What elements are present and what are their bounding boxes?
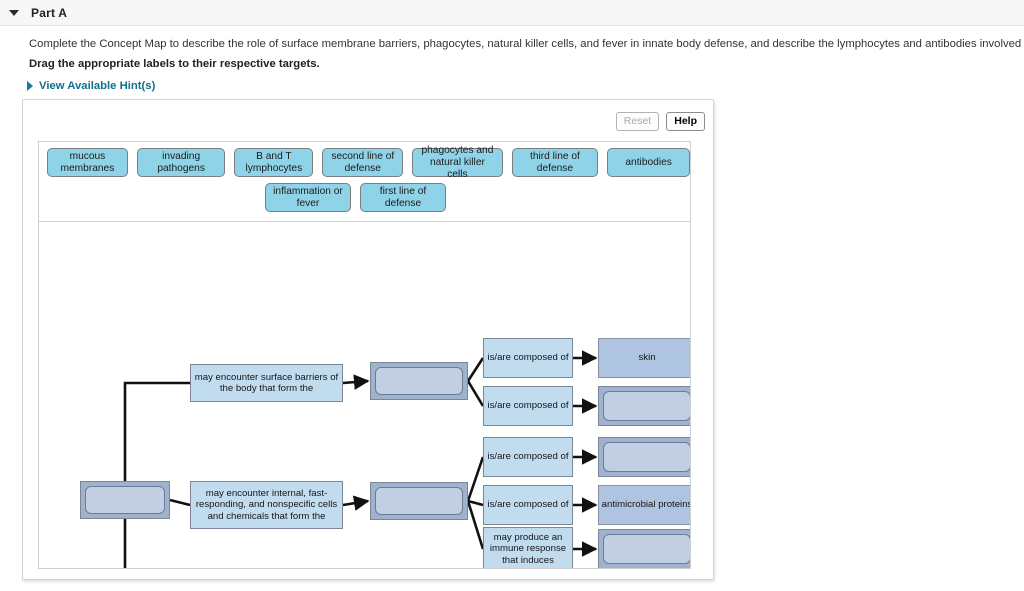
drop-target-slot[interactable] (85, 486, 165, 514)
drop-target-slot[interactable] (375, 487, 463, 515)
relation-label: is/are composed of (483, 485, 573, 525)
drag-label[interactable]: mucous membranes (47, 148, 128, 177)
reset-button[interactable]: Reset (615, 112, 660, 131)
drag-label[interactable]: third line of defense (511, 148, 599, 177)
drag-label[interactable]: antibodies (607, 148, 691, 177)
view-hints-label: View Available Hint(s) (39, 80, 156, 92)
caret-down-icon[interactable] (9, 9, 19, 16)
question-prompt: Complete the Concept Map to describe the… (29, 38, 1024, 50)
relation-label: is/are composed of (483, 437, 573, 477)
answer-drop-target[interactable] (598, 529, 690, 568)
view-hints-link[interactable]: View Available Hint(s) (27, 80, 155, 92)
instruction-text: Drag the appropriate labels to their res… (29, 58, 320, 70)
relation-label: may produce an immune response that indu… (483, 527, 573, 568)
drop-target-slot[interactable] (603, 391, 690, 421)
drag-label[interactable]: phagocytes and natural killer cells (412, 145, 503, 180)
page-title: Part A (31, 5, 68, 20)
drag-label[interactable]: inflammation or fever (265, 183, 351, 212)
help-button[interactable]: Help (666, 112, 705, 131)
branch-1-drop-target[interactable] (370, 362, 468, 400)
answer-drop-target[interactable] (598, 437, 690, 477)
caret-right-icon (27, 81, 33, 91)
concept-map-canvas: may encounter surface barriers of the bo… (38, 221, 691, 569)
label-bank: mucous membranes invading pathogens B and … (38, 141, 691, 221)
answer-box-filled: skin (598, 338, 690, 378)
activity-toolbar: Reset Help (615, 112, 705, 131)
branch-statement: may encounter surface barriers of the bo… (190, 364, 343, 402)
part-header: Part A (0, 0, 1024, 26)
label-bank-row-2: inflammation or fever first line of defen… (39, 177, 690, 212)
activity-panel: Reset Help mucous membranes invading path… (22, 99, 714, 580)
answer-box-filled: antimicrobial proteins (598, 485, 690, 525)
drag-label[interactable]: second line of defense (322, 148, 404, 177)
answer-drop-target[interactable] (598, 386, 690, 426)
drop-target-slot[interactable] (603, 442, 690, 472)
drag-label[interactable]: B and T lymphocytes (234, 148, 314, 177)
root-drop-target[interactable] (80, 481, 170, 519)
relation-label: is/are composed of (483, 386, 573, 426)
branch-2-drop-target[interactable] (370, 482, 468, 520)
drag-label[interactable]: invading pathogens (136, 148, 226, 177)
drag-label[interactable]: first line of defense (360, 183, 446, 212)
label-bank-row-1: mucous membranes invading pathogens B and … (39, 142, 691, 180)
drop-target-slot[interactable] (603, 534, 690, 564)
relation-label: is/are composed of (483, 338, 573, 378)
branch-statement: may encounter internal, fast-responding,… (190, 481, 343, 529)
connector-lines (123, 350, 598, 568)
drop-target-slot[interactable] (375, 367, 463, 395)
